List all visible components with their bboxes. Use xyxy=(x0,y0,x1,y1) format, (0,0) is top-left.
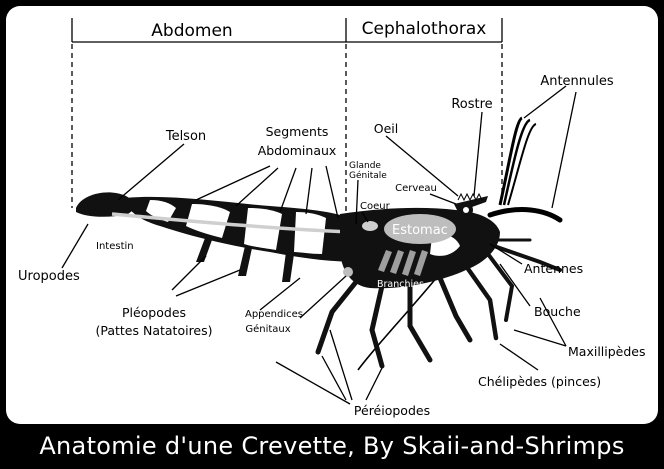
shrimp-legs xyxy=(315,238,562,369)
label-antennes: Antennes xyxy=(524,261,583,276)
label-bouche: Bouche xyxy=(534,304,581,319)
label-appendices-line1: Appendices xyxy=(245,309,303,320)
label-pleopodes-line2: (Pattes Natatoires) xyxy=(95,323,212,338)
label-chelipedes: Chélipèdes (pinces) xyxy=(478,374,601,389)
label-appendices-line2: Génitaux xyxy=(245,323,290,335)
leader-lines xyxy=(61,85,577,405)
label-segments-line2: Abdominaux xyxy=(258,143,337,158)
label-uropodes: Uropodes xyxy=(18,269,80,284)
label-cerveau: Cerveau xyxy=(395,183,437,194)
label-pleopodes-line1: Pléopodes xyxy=(122,305,186,320)
antenna-scale xyxy=(487,207,563,223)
label-maxillipedes: Maxillipèdes xyxy=(568,344,646,359)
abdomen-heading: Abdomen xyxy=(151,21,232,41)
cephalothorax-heading: Cephalothorax xyxy=(362,19,487,39)
label-glande-line1: Glande xyxy=(349,161,381,171)
label-coeur: Coeur xyxy=(360,201,391,212)
footer-caption: Anatomie d'une Crevette, By Skaii-and-Sh… xyxy=(39,432,625,460)
label-telson: Telson xyxy=(165,129,206,144)
label-estomac: Estomac xyxy=(392,223,448,238)
label-rostre: Rostre xyxy=(451,97,492,112)
label-glande-line2: Génitale xyxy=(349,170,387,181)
diagram-panel: Abdomen Cephalothorax xyxy=(6,6,658,424)
section-brackets xyxy=(71,18,503,212)
shrimp-anatomy-diagram: Abdomen Cephalothorax xyxy=(18,18,646,418)
label-antennules: Antennules xyxy=(540,74,614,89)
label-intestin: Intestin xyxy=(96,241,134,252)
antennules xyxy=(498,116,537,206)
label-pereiopodes: Péréiopodes xyxy=(354,403,430,418)
label-segments-line1: Segments xyxy=(266,124,329,139)
label-oeil: Oeil xyxy=(374,121,398,136)
shrimp-body xyxy=(76,192,500,289)
label-branchies: Branchies xyxy=(377,279,424,290)
